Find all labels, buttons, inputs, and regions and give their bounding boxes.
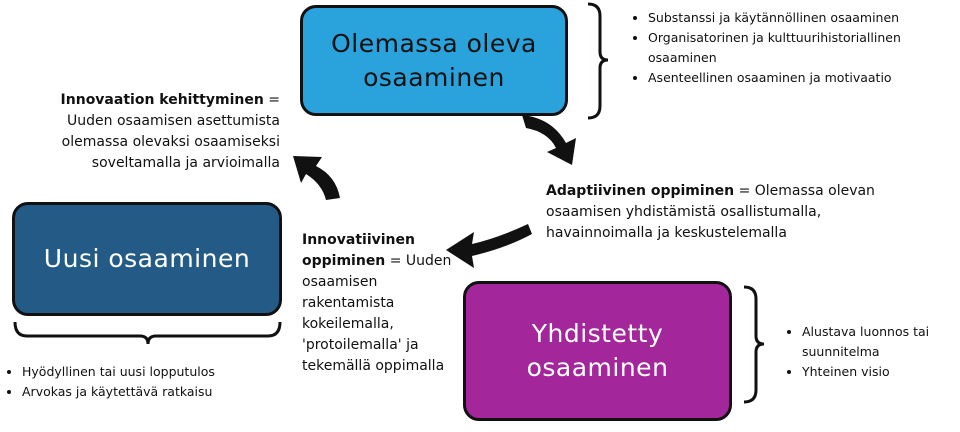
list-item: Asenteellinen osaaminen ja motivaatio <box>648 68 930 88</box>
adaptive-learning-text: Adaptiivinen oppiminen = Olemassa olevan… <box>546 183 875 241</box>
combined-features-list: Alustava luonnos tai suunnitelma Yhteine… <box>784 322 954 382</box>
innovation-development-term: Innovaation kehittyminen <box>60 92 264 108</box>
existing-features-list: Substanssi ja käytännöllinen osaaminen O… <box>630 8 930 88</box>
innovative-learning-definition: Uuden osaamisen rakentamista kokeilemall… <box>302 253 452 374</box>
combined-knowledge-box: Yhdistetty osaaminen <box>463 281 732 421</box>
existing-box-line2: osaaminen <box>363 62 505 92</box>
existing-list-bracket <box>587 2 609 120</box>
combined-box-line1: Yhdistetty <box>531 319 664 349</box>
new-features-list: Hyödyllinen tai uusi lopputulos Arvokas … <box>4 362 294 402</box>
existing-box-line1: Olemassa oleva <box>331 28 537 58</box>
innovation-development-text: Innovaation kehittyminen = Uuden osaamis… <box>60 92 280 171</box>
new-knowledge-box: Uusi osaaminen <box>12 202 282 316</box>
innovation-development-definition: Uuden osaamisen asettumista olemassa ole… <box>61 113 280 171</box>
existing-knowledge-box: Olemassa oleva osaaminen <box>300 5 568 116</box>
list-item: Hyödyllinen tai uusi lopputulos <box>22 362 294 382</box>
list-item: Yhteinen visio <box>802 362 954 382</box>
innovative-learning-text: Innovatiivinen oppiminen = Uuden osaamis… <box>302 232 452 374</box>
innovative-learning-term-1: Innovatiivinen <box>302 232 415 248</box>
innovative-learning-term-2: oppiminen <box>302 253 386 269</box>
adaptive-learning-definition: Olemassa olevan osaamisen yhdistämistä o… <box>546 183 875 241</box>
adaptive-learning-term: Adaptiivinen oppiminen <box>546 183 735 199</box>
new-box-label: Uusi osaaminen <box>43 244 251 274</box>
list-item: Alustava luonnos tai suunnitelma <box>802 322 954 362</box>
list-item: Organisatorinen ja kulttuurihistoriallin… <box>648 28 930 68</box>
combined-list-bracket <box>743 285 765 404</box>
new-list-bracket <box>13 321 282 345</box>
combined-box-line2: osaaminen <box>526 353 669 382</box>
list-item: Substanssi ja käytännöllinen osaaminen <box>648 8 930 28</box>
arrow-existing-to-combined <box>522 115 576 165</box>
list-item: Arvokas ja käytettävä ratkaisu <box>22 382 294 402</box>
arrow-combined-to-new <box>446 224 532 268</box>
arrow-new-to-existing <box>293 156 340 200</box>
